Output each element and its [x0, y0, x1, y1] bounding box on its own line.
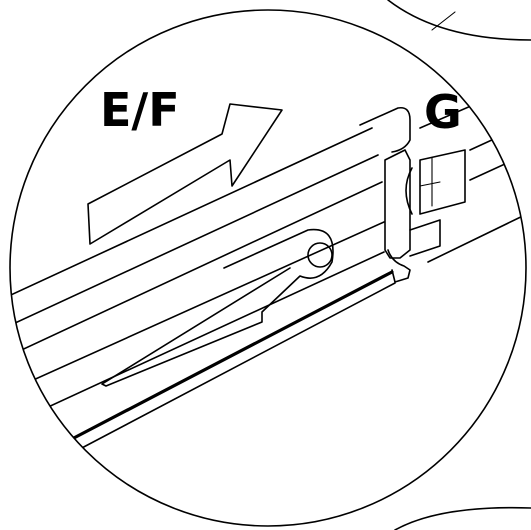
clip-bracket-body [384, 149, 411, 259]
neighbor-circle-top-inner [431, 11, 456, 31]
rail-line-2 [10, 154, 379, 331]
neighbor-circle-top [387, 0, 531, 41]
detail-circle [9, 9, 527, 527]
clip-bracket-bottom [387, 249, 411, 283]
rail-line-4 [10, 221, 385, 396]
rail-line-5 [19, 251, 385, 421]
pivot-hole [307, 242, 333, 268]
neighbor-circle-bottom [394, 506, 531, 530]
rail-edge-shadow [68, 270, 394, 442]
rail-line-bottom [77, 282, 396, 451]
rail-line-3 [10, 181, 383, 361]
clip-slot-inner [419, 157, 441, 207]
clip-slot [419, 149, 466, 215]
rail-right-2 [469, 121, 526, 151]
rail-right-4 [427, 211, 526, 263]
step-label: E/F [100, 83, 180, 137]
clip-bracket-top [359, 106, 411, 153]
v-slot [101, 228, 334, 387]
arrow-right-icon [87, 103, 283, 245]
clip-inner-curve [405, 167, 413, 215]
clip-tab [409, 219, 441, 257]
rail-line-top [10, 127, 373, 301]
part-label: G [424, 85, 462, 139]
